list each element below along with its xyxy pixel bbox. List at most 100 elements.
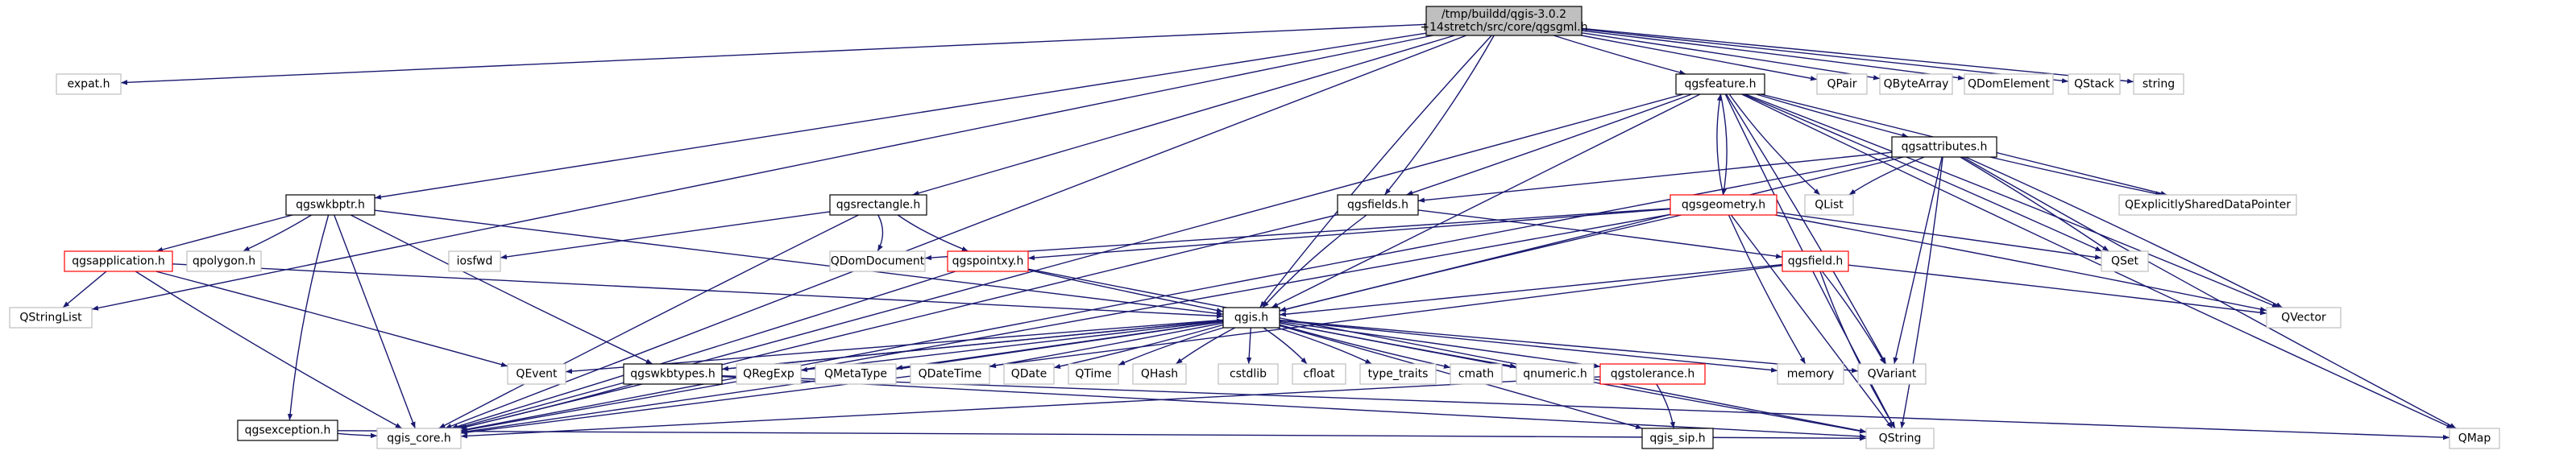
node-qgswkbtypes[interactable]: qgswkbtypes.h — [623, 363, 723, 385]
node-qlist-label: QList — [1815, 199, 1844, 212]
node-cmath-box — [1450, 363, 1503, 385]
node-qgstolerance[interactable]: qgstolerance.h — [1599, 363, 1706, 385]
node-qgsgeometry[interactable]: qgsgeometry.h — [1670, 194, 1777, 216]
node-cstdlib-box — [1217, 363, 1279, 385]
node-qregexp-label: QRegExp — [743, 368, 794, 381]
edge-qgsrectangle-to-qdomdocument — [877, 214, 884, 252]
node-qmap-box — [2449, 428, 2500, 449]
node-qvector-box — [2266, 307, 2342, 329]
node-memory-box — [1777, 363, 1844, 385]
edge-root-to-qgis — [1259, 35, 1492, 308]
edge-qgswkbtypes-to-qgis_core — [458, 383, 633, 430]
node-qgsrectangle[interactable]: qgsrectangle.h — [829, 194, 927, 216]
edge-qgis-to-qdatetime — [989, 322, 1224, 369]
node-qlist: QList — [1804, 194, 1854, 216]
node-qvariant: QVariant — [1857, 363, 1927, 385]
edge-qgswkbptr-to-qgis — [374, 209, 1224, 316]
node-qexplicitly-label: QExplicitlySharedDataPointer — [2125, 199, 2291, 212]
edge-root-to-qgis_core — [445, 35, 1467, 429]
node-type_traits: type_traits — [1359, 363, 1437, 385]
edge-qgspointxy-to-qgis — [1027, 269, 1224, 313]
node-qgsfield[interactable]: qgsfield.h — [1782, 250, 1849, 272]
node-qgis_sip-box — [1641, 428, 1714, 449]
node-root[interactable]: /tmp/buildd/qgis-3.0.2+14stretch/src/cor… — [1420, 6, 1588, 36]
node-qgspointxy[interactable]: qgspointxy.h — [947, 250, 1029, 272]
node-qmap: QMap — [2449, 428, 2500, 449]
edge-qgsattributes-to-qgsfields — [1417, 151, 1893, 203]
edge-qgsrectangle-to-qgis_core — [438, 214, 859, 429]
node-qmap-label: QMap — [2458, 432, 2491, 445]
node-qgsattributes[interactable]: qgsattributes.h — [1891, 136, 1997, 158]
node-qgsfeature[interactable]: qgsfeature.h — [1675, 73, 1765, 95]
edge-qgspointxy-to-qstring — [1027, 268, 1867, 433]
node-qbytearray: QByteArray — [1879, 73, 1953, 95]
node-memory: memory — [1777, 363, 1844, 385]
edge-qgis-to-memory — [1279, 320, 1778, 373]
node-string: string — [2133, 73, 2184, 95]
edge-root-to-qdomelement — [1581, 30, 1965, 81]
edge-qgsrectangle-to-qgspointxy — [897, 214, 969, 252]
edge-qgsapplication-to-qstringlist — [62, 271, 107, 308]
node-qgsgeometry-box — [1670, 194, 1777, 216]
edge-qgis-to-qvariant — [1279, 319, 1859, 374]
node-cfloat: cfloat — [1292, 363, 1346, 385]
node-qgsfields[interactable]: qgsfields.h — [1337, 194, 1419, 216]
edge-root-to-qgsfeature — [1553, 35, 1686, 75]
node-qevent-label: QEvent — [516, 368, 558, 381]
edge-qgsattributes-to-qlist — [1848, 156, 1925, 196]
node-qgsapplication[interactable]: qgsapplication.h — [64, 250, 173, 272]
edge-qgis-to-qgstolerance — [1279, 320, 1601, 369]
edge-qgsfield-to-qvariant — [1821, 271, 1886, 365]
node-qgspointxy-box — [947, 250, 1029, 272]
node-qgswkbptr[interactable]: qgswkbptr.h — [285, 194, 375, 216]
node-qgstolerance-label: qgstolerance.h — [1611, 368, 1695, 381]
edge-qgsattributes-to-qvector — [1965, 156, 2284, 308]
node-qdate: QDate — [1003, 363, 1055, 385]
edge-qgsapplication-to-qgis — [172, 263, 1224, 319]
node-qgis-label: qgis.h — [1234, 312, 1268, 325]
node-qbytearray-box — [1879, 73, 1953, 95]
node-qdomdocument-label: QDomDocument — [831, 255, 925, 268]
edge-qgsattributes-to-qstring — [1900, 156, 1943, 429]
node-qnumeric-label: qnumeric.h — [1523, 368, 1587, 381]
edge-qgstolerance-to-qgis_sip — [1656, 383, 1675, 429]
node-qgsexception[interactable]: qgsexception.h — [237, 420, 338, 441]
node-qexplicitly: QExplicitlySharedDataPointer — [2118, 194, 2297, 216]
node-qexplicitly-box — [2118, 194, 2297, 216]
node-cmath-label: cmath — [1458, 368, 1494, 381]
node-qbytearray-label: QByteArray — [1884, 78, 1949, 91]
node-qgis[interactable]: qgis.h — [1222, 307, 1280, 329]
node-cstdlib-label: cstdlib — [1230, 368, 1267, 381]
node-qpolygon-label: qpolygon.h — [193, 255, 255, 268]
node-qgsfield-label: qgsfield.h — [1788, 255, 1844, 268]
node-root-label: /tmp/buildd/qgis-3.0.2 — [1441, 8, 1566, 21]
node-qgis_core: qgis_core.h — [376, 428, 462, 449]
node-qmetatype: QMetaType — [815, 363, 897, 385]
node-qstringlist: QStringList — [9, 307, 93, 329]
edge-qgsattributes-to-qmap — [1962, 156, 2457, 429]
edge-qgswkbptr-to-qgis_core — [334, 214, 416, 429]
edge-qgswkbtypes-to-qstring — [721, 376, 1867, 440]
node-memory-label: memory — [1787, 368, 1835, 381]
edge-qgsgeometry-to-qgspointxy — [1027, 208, 1671, 261]
node-qregexp: QRegExp — [736, 363, 802, 385]
edge-qgis-to-cstdlib — [1246, 327, 1252, 365]
node-qpair: QPair — [1816, 73, 1868, 95]
edge-qgis-to-qregexp — [800, 320, 1224, 373]
node-root-label: +14stretch/src/core/qgsgml.h — [1420, 21, 1587, 34]
node-qvariant-label: QVariant — [1868, 368, 1917, 381]
node-qhash-label: QHash — [1141, 368, 1178, 381]
edge-qgsattributes-to-qset — [1960, 156, 2109, 252]
edge-root-to-qgswkbptr — [374, 32, 1427, 200]
edge-qgsfeature-to-qvariant — [1725, 93, 1887, 365]
edge-qgsgeometry-to-qgsfeature — [1716, 93, 1724, 196]
node-expat-box — [56, 73, 122, 95]
edge-qgsgeometry-to-qgis_core — [460, 213, 1671, 432]
edge-qgsgeometry-to-qgis — [1279, 214, 1682, 312]
node-qstring-box — [1865, 428, 1935, 449]
node-qgsapplication-label: qgsapplication.h — [72, 255, 165, 268]
node-qdatetime: QDateTime — [910, 363, 990, 385]
node-qgis_sip[interactable]: qgis_sip.h — [1641, 428, 1714, 449]
node-expat: expat.h — [56, 73, 122, 95]
